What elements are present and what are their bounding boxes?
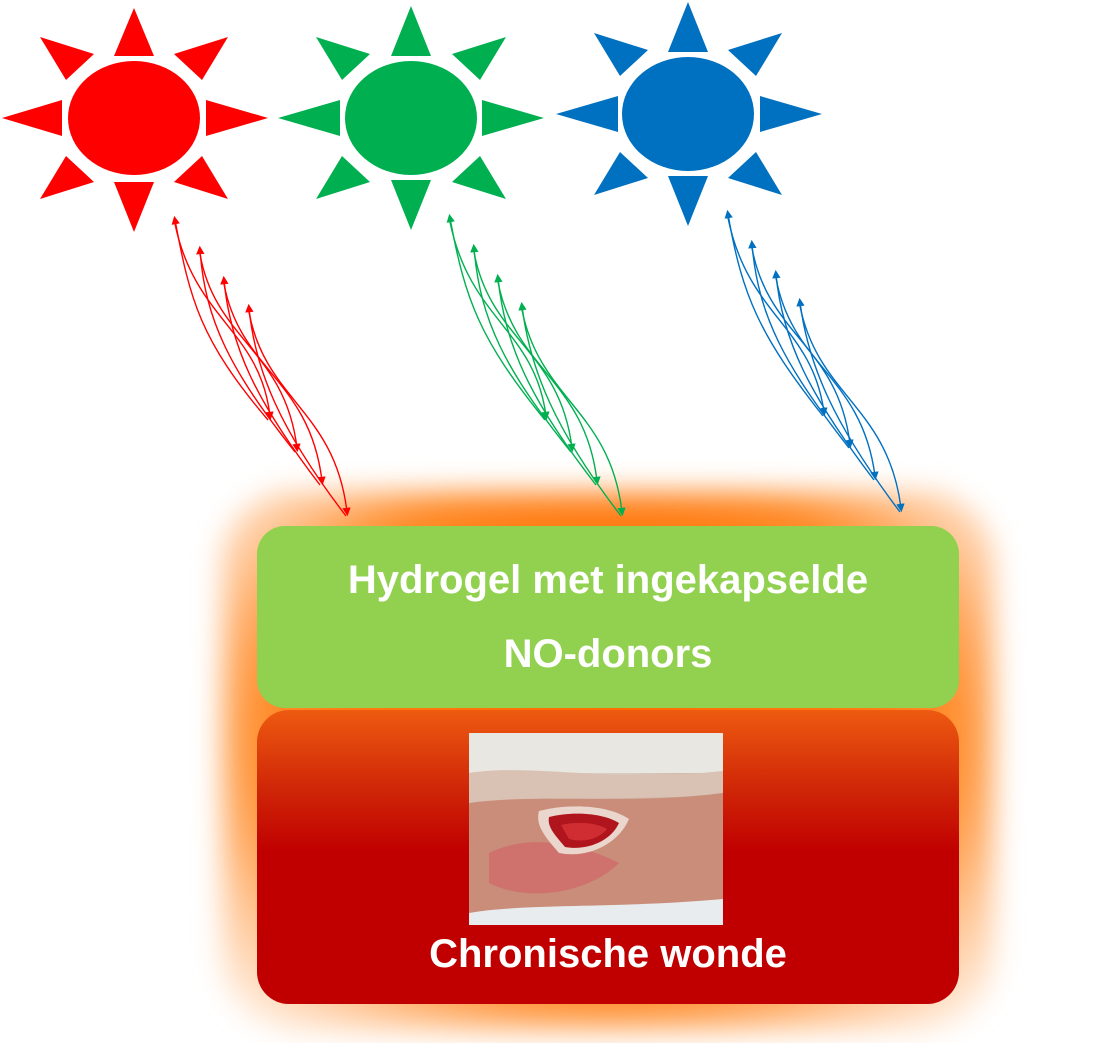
red-light-rays <box>171 215 351 517</box>
green-light-rays <box>446 213 626 517</box>
blue-light-rays <box>724 209 905 513</box>
blue-sun-icon <box>556 2 822 226</box>
red-sun-icon <box>2 8 268 232</box>
wound-photo <box>469 733 723 925</box>
hydrogel-label: Hydrogel met ingekapselde NO-donors <box>347 558 869 676</box>
hydrogel-panel: Hydrogel met ingekapselde NO-donors <box>257 526 959 708</box>
wound-label: Chronische wonde <box>429 932 787 976</box>
green-sun-icon <box>278 6 544 230</box>
